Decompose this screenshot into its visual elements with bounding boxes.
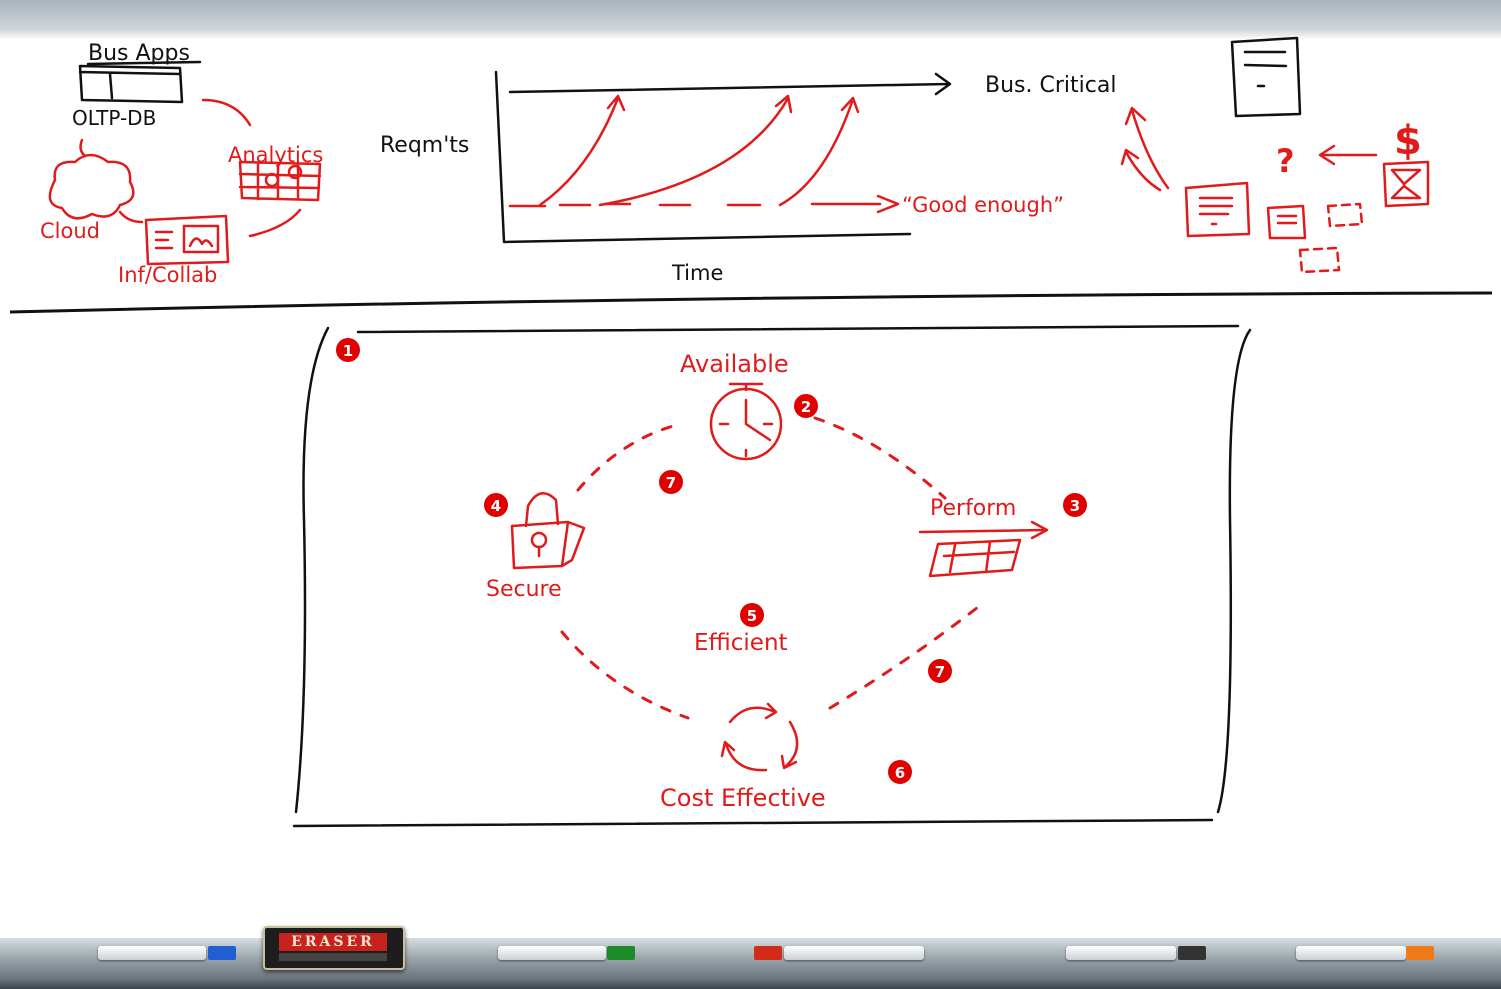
connector-cloud-collab [118,210,144,224]
dollar-sign: $ [1394,118,1422,164]
badge-2: 2 [794,394,818,418]
good-enough-label: “Good enough” [902,193,1064,217]
svg-text:2: 2 [801,398,811,416]
efficient-label: Efficient [694,630,788,656]
eraser-label: ERASER [279,933,387,951]
virtual-server-icon-2 [1298,246,1341,274]
collab-screen-icon [144,214,230,266]
perform-label: Perform [930,496,1016,521]
attributes-frame [292,324,1252,828]
growth-curve-3 [778,96,860,207]
secure-label: Secure [486,577,562,602]
bus-apps-underline [86,60,202,66]
analytics-grid-icon [238,160,322,202]
badge-4: 4 [484,493,508,517]
perform-arrow-icon [918,520,1049,578]
server-rack-icon [1230,36,1302,118]
arrow-to-critical-2 [1120,148,1162,192]
svg-text:7: 7 [666,474,676,492]
frame-left [294,326,330,814]
padlock-icon [510,492,586,570]
svg-text:5: 5 [747,607,757,625]
black-marker-cap[interactable] [1178,946,1206,960]
bus-critical-label: Bus. Critical [985,73,1116,98]
bus-critical-line [508,72,952,96]
db-table-icon [78,64,184,104]
chart-axes [494,70,912,244]
available-label: Available [680,350,789,378]
growth-curve-1 [538,94,626,207]
red-marker-cap[interactable] [754,946,782,960]
virtual-server-icon-1 [1326,202,1364,228]
requirements-chart: Reqm'ts Bus. Critical “Good enough” Time [380,70,1116,285]
connector-perform-cost [828,602,984,710]
frame-top [356,324,1240,334]
green-marker[interactable] [498,946,606,960]
server-icon-small [1266,204,1307,240]
frame-right [1216,328,1252,814]
good-enough-arrowhead [876,194,900,214]
eraser[interactable]: ERASER [263,926,405,970]
recycle-cycle-icon [720,702,799,772]
connector-secure-cost [560,630,690,720]
blue-marker-cap[interactable] [208,946,236,960]
bus-apps-group: Bus Apps OLTP-DB Analytics Cloud Inf/Col… [40,41,323,287]
growth-curve-2 [598,94,793,207]
green-marker-cap[interactable] [607,946,635,960]
svg-text:6: 6 [895,764,905,782]
blue-marker[interactable] [98,946,206,960]
time-axis-label: Time [671,261,723,285]
svg-text:1: 1 [343,342,353,360]
arrow-to-critical-1 [1124,106,1170,190]
connector-oltp-analytics [201,98,252,127]
connector-analytics-collab [248,208,302,238]
orange-marker-cap[interactable] [1406,946,1434,960]
svg-text:4: 4 [491,497,501,515]
good-enough-line [508,202,882,208]
connector-secure-available [576,422,682,492]
badge-7-bottom: 7 [928,659,952,683]
svg-text:7: 7 [935,663,945,681]
badge-3: 3 [1063,493,1087,517]
black-marker[interactable] [1066,946,1176,960]
hourglass-icon [1382,160,1430,208]
connector-oltp-cloud [79,138,87,158]
cost-effective-label: Cost Effective [660,784,826,812]
infrastructure-cluster: ? $ [1120,36,1430,274]
stopwatch-icon [709,382,783,461]
red-marker[interactable] [784,946,924,960]
cloud-icon [48,153,135,220]
marker-tray [0,938,1501,989]
orange-marker[interactable] [1296,946,1406,960]
oltp-db-label: OLTP-DB [72,106,156,130]
connector-available-perform [813,416,947,500]
server-icon-large [1184,181,1251,238]
badge-5: 5 [740,603,764,627]
reqmts-axis-label: Reqm'ts [380,133,469,158]
frame-bottom [292,818,1214,828]
eraser-sublabel [279,953,387,961]
badge-1: 1 [336,338,360,362]
badge-7-top: 7 [659,470,683,494]
inf-collab-label: Inf/Collab [118,263,217,287]
badge-6: 6 [888,760,912,784]
whiteboard: Bus Apps OLTP-DB Analytics Cloud Inf/Col… [9,36,1493,828]
attribute-connectors [560,416,984,720]
svg-text:3: 3 [1070,497,1080,515]
cloud-label: Cloud [40,219,100,243]
question-mark: ? [1276,142,1295,180]
arrow-from-cost [1318,144,1378,166]
section-divider [9,291,1493,314]
